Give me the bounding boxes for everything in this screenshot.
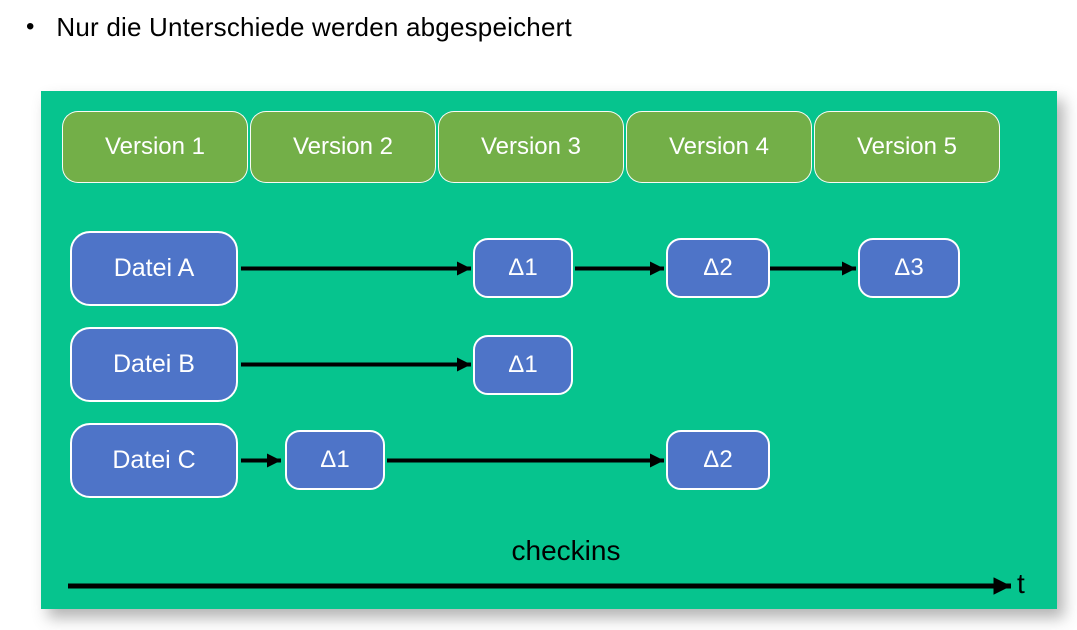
- arrows-layer: [68, 261, 1011, 595]
- page-title: Nur die Unterschiede werden abgespeicher…: [56, 12, 572, 42]
- delta-box-b1: Δ1: [473, 335, 573, 395]
- delta-box-a3: Δ3: [858, 238, 960, 298]
- time-axis-label: t: [1017, 568, 1025, 599]
- version-box-3: Version 3: [438, 111, 624, 183]
- bullet-point: •: [26, 13, 35, 40]
- diagram-panel: Version 1 Version 2 Version 3 Version 4 …: [41, 91, 1057, 609]
- delta-box-a2: Δ2: [666, 238, 770, 298]
- slide-title-row: • Nur die Unterschiede werden abgespeich…: [26, 10, 572, 44]
- delta-box-c2: Δ2: [666, 430, 770, 490]
- version-box-4: Version 4: [626, 111, 812, 183]
- delta-box-c1: Δ1: [285, 430, 385, 490]
- file-box-datei-a: Datei A: [70, 231, 238, 306]
- file-box-datei-b: Datei B: [70, 327, 238, 402]
- file-box-datei-c: Datei C: [70, 423, 238, 498]
- delta-box-a1: Δ1: [473, 238, 573, 298]
- version-box-5: Version 5: [814, 111, 1000, 183]
- version-box-1: Version 1: [62, 111, 248, 183]
- timeline-label: checkins: [511, 535, 621, 566]
- version-box-2: Version 2: [250, 111, 436, 183]
